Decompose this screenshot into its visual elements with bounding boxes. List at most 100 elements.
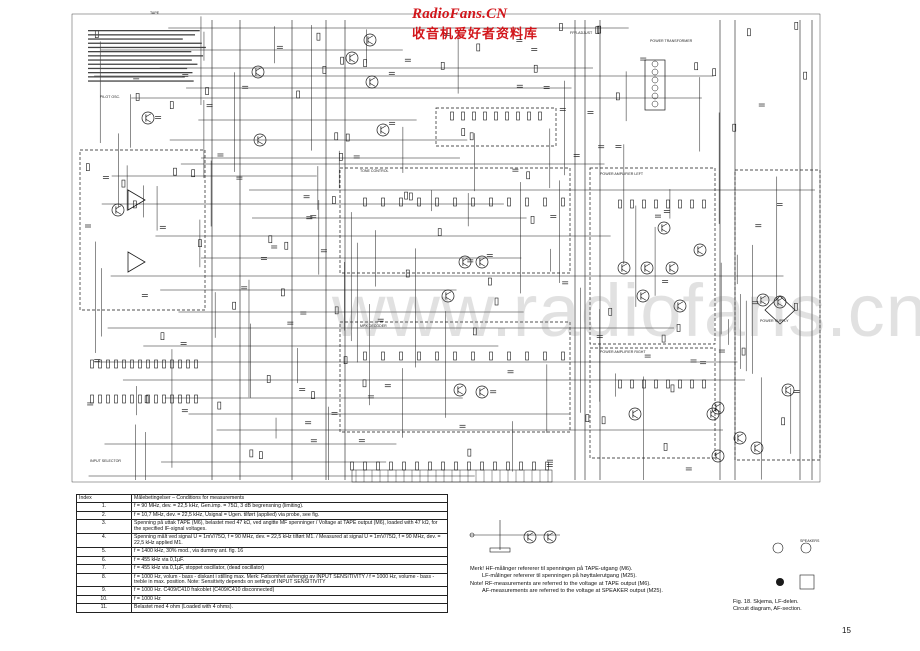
wire bbox=[710, 409, 717, 414]
wire bbox=[145, 113, 152, 118]
component-body bbox=[561, 351, 565, 361]
row-condition: Spenning målt ved signal U = 1mV/75Ω, f … bbox=[131, 533, 448, 549]
wire bbox=[669, 268, 676, 273]
wire bbox=[479, 392, 486, 397]
wire bbox=[737, 438, 744, 443]
label-mpx: MPX DECODER bbox=[360, 324, 387, 328]
table-row: 2.f = 10,7 MHz, dev. = 22,5 kHz, Usignal… bbox=[76, 510, 448, 521]
component-body bbox=[690, 379, 694, 389]
wire bbox=[661, 228, 668, 233]
transistor-symbol bbox=[141, 111, 155, 125]
component-body bbox=[480, 461, 484, 471]
wire bbox=[785, 385, 792, 390]
component-body bbox=[469, 132, 474, 141]
transistor-symbol bbox=[636, 289, 650, 303]
component-body bbox=[284, 241, 289, 250]
transistor-symbol bbox=[345, 51, 359, 65]
row-condition: f = 90 MHz, dev. = 22,5 kHz, Gen.imp. = … bbox=[131, 502, 448, 512]
wire bbox=[621, 263, 628, 268]
note-line: LF-målinger refererer til spenningen på … bbox=[482, 573, 637, 580]
transistor-symbol bbox=[441, 289, 455, 303]
row-condition: f = 455 kHz via 0,1µF, stoppet oscillato… bbox=[131, 564, 448, 574]
component-body bbox=[86, 163, 90, 171]
component-body bbox=[106, 394, 110, 404]
component-body bbox=[476, 43, 481, 52]
wire bbox=[754, 443, 761, 448]
component-body bbox=[472, 111, 476, 121]
wire bbox=[457, 385, 464, 390]
section-box bbox=[435, 107, 557, 147]
caption-text-line bbox=[88, 30, 200, 32]
label-tape: TAPE bbox=[150, 11, 160, 15]
component-body bbox=[106, 359, 110, 369]
component-body bbox=[676, 324, 681, 332]
component-body bbox=[130, 394, 134, 404]
wire bbox=[380, 125, 387, 130]
wire bbox=[754, 448, 761, 453]
wire bbox=[760, 295, 767, 300]
transistor-symbol bbox=[711, 449, 725, 463]
component-body bbox=[186, 359, 190, 369]
component-body bbox=[527, 111, 531, 121]
component-body bbox=[404, 191, 408, 200]
transistor-symbol bbox=[665, 261, 679, 275]
wire bbox=[715, 456, 722, 461]
transistor-symbol bbox=[523, 530, 537, 544]
component-body bbox=[601, 416, 606, 425]
terminal bbox=[469, 532, 475, 538]
component-body bbox=[173, 167, 177, 176]
component-body bbox=[121, 179, 126, 188]
wire bbox=[547, 532, 554, 537]
wire bbox=[527, 537, 534, 542]
caption-line-1: Fig. 18. Skjema, LF-delen. bbox=[733, 599, 799, 605]
section-box bbox=[339, 321, 571, 433]
wire bbox=[661, 223, 668, 228]
component-body bbox=[90, 359, 94, 369]
component-body bbox=[747, 28, 751, 37]
transistor-symbol bbox=[640, 261, 654, 275]
component-body bbox=[437, 228, 442, 236]
component-body bbox=[489, 351, 493, 361]
component-body bbox=[732, 123, 737, 132]
table-row: 10.f = 1000 Hz bbox=[76, 594, 448, 605]
component-body bbox=[532, 461, 536, 471]
component-body bbox=[144, 395, 149, 404]
note-line: Merk! HF-målinger refererer til spenning… bbox=[470, 566, 633, 572]
component-body bbox=[533, 64, 538, 73]
component-body bbox=[160, 332, 165, 340]
watermark-big: www.radiofans.cn bbox=[332, 269, 920, 352]
component-body bbox=[178, 394, 182, 404]
transistor-symbol bbox=[750, 441, 764, 455]
component-body bbox=[678, 379, 682, 389]
component-body bbox=[363, 197, 367, 207]
pinout-sketch bbox=[800, 542, 812, 554]
component-body bbox=[130, 359, 134, 369]
component-body bbox=[538, 111, 542, 121]
wire bbox=[710, 414, 717, 419]
caption-line-2: Circuit diagram, AF-section. bbox=[733, 605, 802, 612]
section-box bbox=[79, 149, 206, 311]
transistor-symbol bbox=[733, 431, 747, 445]
component-body bbox=[543, 197, 547, 207]
component-body bbox=[363, 351, 367, 361]
wire bbox=[380, 130, 387, 135]
component-body bbox=[608, 307, 613, 316]
caption-text-line bbox=[88, 59, 192, 61]
wire bbox=[479, 257, 486, 262]
wire bbox=[479, 387, 486, 392]
label-power-transformer: POWER TRANSFORMER bbox=[650, 39, 693, 43]
component-body bbox=[794, 302, 798, 311]
transistor-symbol bbox=[657, 221, 671, 235]
figure-caption: Fig. 18. Skjema, LF-delen. Circuit diagr… bbox=[733, 599, 802, 613]
component-body bbox=[525, 351, 529, 361]
component-body bbox=[615, 92, 620, 101]
component-body bbox=[461, 128, 466, 136]
component-body bbox=[453, 197, 457, 207]
wire bbox=[462, 262, 469, 267]
component-body bbox=[666, 199, 670, 209]
table-row: 11.Belastet med 4 ohm (Loaded with 4 ohm… bbox=[76, 603, 448, 613]
component-body bbox=[417, 197, 421, 207]
component-body bbox=[194, 394, 198, 404]
component-body bbox=[316, 32, 321, 41]
component-body bbox=[488, 277, 492, 286]
